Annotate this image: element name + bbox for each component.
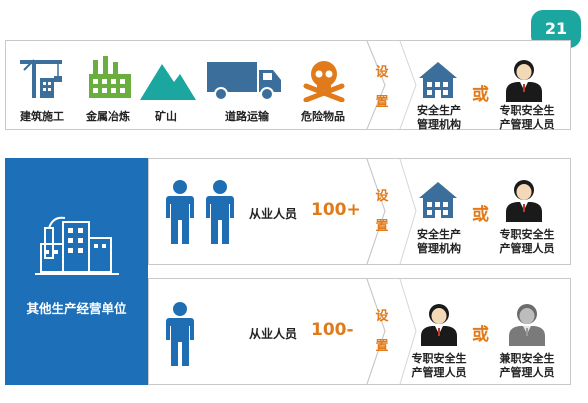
other-units-panel: 其他生产经营单位 bbox=[5, 158, 148, 385]
row1-fulltime-officer-icon bbox=[506, 60, 542, 102]
row3-arrow-divider bbox=[366, 279, 386, 384]
factory-building-icon bbox=[35, 216, 119, 275]
row3-or-label: 或 bbox=[472, 325, 489, 345]
industry-road-transport: 道路运输 bbox=[225, 110, 269, 123]
construction-crane-icon bbox=[20, 59, 62, 98]
road-transport-truck-icon bbox=[207, 62, 281, 101]
row2-option-b: 专职安全生 产管理人员 bbox=[499, 228, 555, 255]
mine-mountain-icon bbox=[140, 64, 196, 100]
person-icon bbox=[166, 180, 194, 244]
row2-fulltime-officer-icon bbox=[506, 180, 542, 222]
industry-mine: 矿山 bbox=[155, 110, 177, 123]
row3-option-a: 专职安全生 产管理人员 bbox=[411, 352, 467, 379]
row3-set-label: 设置 bbox=[375, 309, 389, 354]
hazardous-skull-icon bbox=[303, 61, 345, 102]
row1-institution-building-icon bbox=[419, 62, 457, 98]
row3-staff-label: 从业人员 bbox=[249, 327, 298, 341]
row1-or-label: 或 bbox=[472, 85, 489, 105]
row3-count: 100- bbox=[311, 320, 354, 340]
metal-smelting-factory-icon bbox=[89, 56, 131, 98]
row2-count: 100+ bbox=[311, 200, 361, 220]
row2-option-a: 安全生产 管理机构 bbox=[417, 228, 461, 255]
industry-hazardous: 危险物品 bbox=[301, 110, 345, 123]
row2-set-label: 设置 bbox=[375, 189, 389, 234]
row2-or-label: 或 bbox=[472, 205, 489, 225]
other-units-label: 其他生产经营单位 bbox=[26, 301, 127, 316]
row3-arrow-divider-2 bbox=[399, 279, 417, 384]
row2-staff-label: 从业人员 bbox=[249, 207, 298, 221]
row3-option-b: 兼职安全生 产管理人员 bbox=[499, 352, 555, 379]
row1-set-label: 设置 bbox=[375, 65, 389, 110]
row1-arrow-divider bbox=[366, 41, 386, 129]
row2-arrow-divider bbox=[366, 159, 386, 264]
row3-parttime-officer-icon bbox=[509, 304, 545, 346]
row2-institution-building-icon bbox=[419, 182, 457, 218]
row2-arrow-divider-2 bbox=[399, 159, 417, 264]
industry-construction: 建筑施工 bbox=[20, 110, 64, 123]
row1-option-b: 专职安全生 产管理人员 bbox=[499, 104, 555, 131]
row1-arrow-divider-2 bbox=[399, 41, 417, 129]
person-icon bbox=[166, 302, 194, 366]
row1-option-a: 安全生产 管理机构 bbox=[417, 104, 461, 131]
industry-metal-smelting: 金属冶炼 bbox=[86, 110, 130, 123]
row3-panel bbox=[148, 278, 571, 385]
row3-fulltime-officer-icon bbox=[421, 304, 457, 346]
person-icon bbox=[206, 180, 234, 244]
